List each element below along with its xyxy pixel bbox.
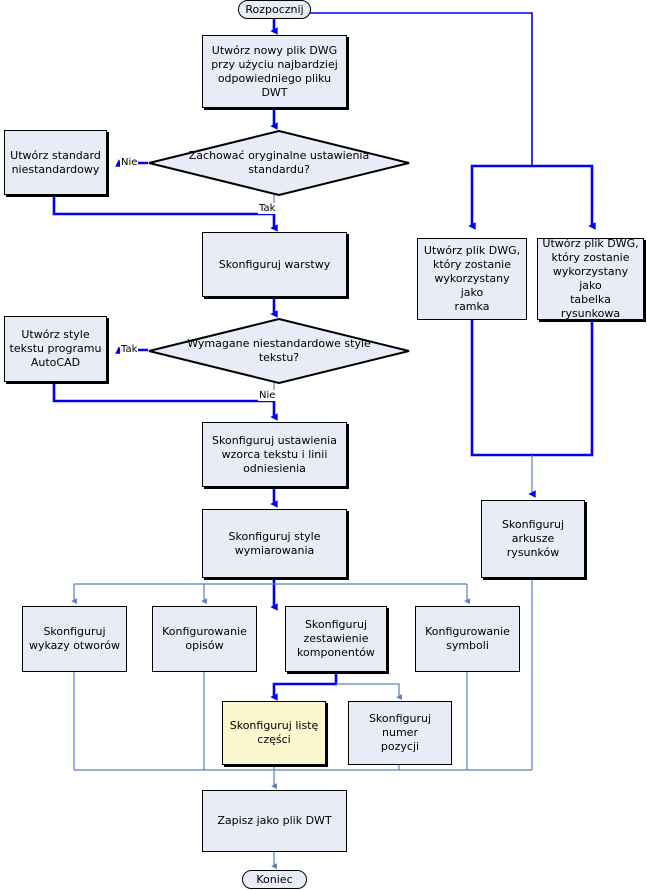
- node-acad-text-styles[interactable]: Utwórz style tekstu programu AutoCAD: [4, 316, 107, 382]
- node-configure-layers[interactable]: Skonfiguruj warstwy: [202, 232, 347, 297]
- node-balloon-number[interactable]: Skonfiguruj numer pozycji: [348, 701, 452, 765]
- node-symbols[interactable]: Konfigurowanie symboli: [415, 606, 520, 672]
- node-dimension-styles[interactable]: Skonfiguruj style wymiarowania: [202, 509, 347, 578]
- node-custom-standard[interactable]: Utwórz standard niestandardowy: [4, 130, 107, 195]
- node-frame-dwg-label: Utwórz plik DWG, który zostanie wykorzys…: [423, 244, 521, 313]
- node-end[interactable]: Koniec: [242, 870, 307, 889]
- node-keep-standard-decision[interactable]: Zachować oryginalne ustawienia standardu…: [148, 130, 410, 196]
- node-configure-sheets-label: Skonfiguruj arkusze rysunków: [501, 518, 565, 559]
- node-title-block-dwg[interactable]: Utwórz plik DWG, który zostanie wykorzys…: [537, 237, 644, 320]
- node-text-styles-decision[interactable]: Wymagane niestandardowe style tekstu?: [148, 318, 410, 384]
- node-custom-standard-label: Utwórz standard niestandardowy: [10, 148, 101, 176]
- edge-label-keep-standard-no: Nie: [120, 157, 139, 168]
- node-save-dwt-label: Zapisz jako plik DWT: [217, 814, 332, 827]
- node-configure-sheets[interactable]: Skonfiguruj arkusze rysunków: [481, 500, 585, 578]
- node-start[interactable]: Rozpocznij: [238, 0, 311, 19]
- node-annotations[interactable]: Konfigurowanie opisów: [152, 606, 257, 672]
- node-title-block-dwg-label: Utwórz plik DWG, który zostanie wykorzys…: [542, 237, 639, 320]
- edge-label-keep-standard-yes: Tak: [258, 203, 277, 214]
- node-text-leader-settings-label: Skonfiguruj ustawienia wzorca tekstu i l…: [212, 433, 337, 475]
- node-text-styles-label: Wymagane niestandardowe style tekstu?: [187, 337, 371, 364]
- node-symbols-label: Konfigurowanie symboli: [425, 625, 510, 652]
- node-parts-list[interactable]: Skonfiguruj listę części: [222, 701, 326, 765]
- node-annotations-label: Konfigurowanie opisów: [162, 625, 247, 652]
- node-bom-label: Skonfiguruj zestawienie komponentów: [297, 618, 375, 659]
- node-end-label: Koniec: [256, 872, 293, 886]
- node-acad-text-styles-label: Utwórz style tekstu programu AutoCAD: [9, 328, 102, 369]
- edge-label-text-styles-yes: Tak: [120, 344, 139, 355]
- node-hole-tables[interactable]: Skonfiguruj wykazy otworów: [22, 606, 127, 672]
- node-keep-standard-label: Zachować oryginalne ustawienia standardu…: [188, 149, 370, 176]
- node-hole-tables-label: Skonfiguruj wykazy otworów: [29, 625, 120, 652]
- node-dimension-styles-label: Skonfiguruj style wymiarowania: [228, 529, 321, 557]
- node-balloon-number-label: Skonfiguruj numer pozycji: [368, 712, 432, 753]
- node-create-dwg-label: Utwórz nowy plik DWG przy użyciu najbard…: [211, 43, 338, 99]
- node-parts-list-label: Skonfiguruj listę części: [229, 719, 319, 746]
- edge-label-text-styles-no: Nie: [258, 390, 277, 401]
- diamond-shape: [148, 318, 410, 384]
- node-create-dwg[interactable]: Utwórz nowy plik DWG przy użyciu najbard…: [202, 35, 347, 108]
- node-save-dwt[interactable]: Zapisz jako plik DWT: [202, 790, 347, 852]
- node-text-leader-settings[interactable]: Skonfiguruj ustawienia wzorca tekstu i l…: [202, 422, 347, 487]
- node-frame-dwg[interactable]: Utwórz plik DWG, który zostanie wykorzys…: [417, 238, 527, 320]
- node-bom[interactable]: Skonfiguruj zestawienie komponentów: [285, 606, 387, 672]
- node-start-label: Rozpocznij: [245, 2, 304, 16]
- node-configure-layers-label: Skonfiguruj warstwy: [218, 257, 331, 271]
